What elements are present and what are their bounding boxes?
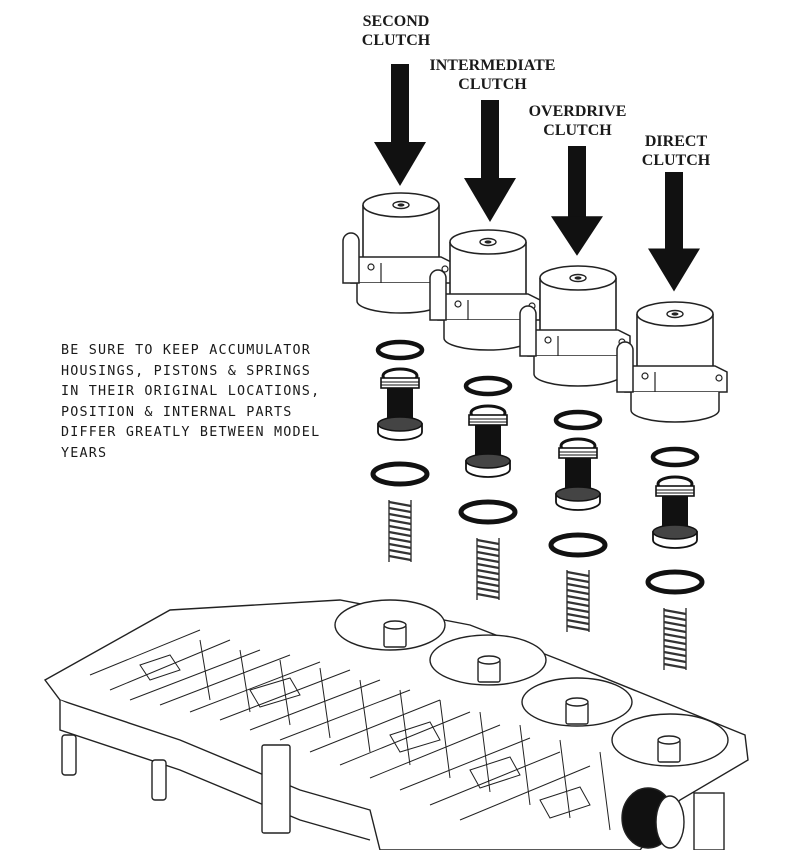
piston: [464, 404, 512, 479]
piston: [376, 367, 424, 442]
label-line: INTERMEDIATE: [429, 57, 556, 74]
spring: [565, 568, 591, 634]
arrow-direct-clutch: [648, 172, 700, 292]
piston: [651, 475, 699, 550]
arrow-overdrive-clutch: [551, 146, 603, 256]
housing-overdrive-clutch: [519, 265, 631, 387]
note-line: BE SURE TO KEEP ACCUMULATOR: [61, 343, 312, 358]
label-direct-clutch: DIRECT CLUTCH: [630, 132, 722, 170]
note-line: POSITION & INTERNAL PARTS: [61, 404, 293, 420]
label-line: CLUTCH: [543, 122, 612, 139]
spring: [475, 536, 501, 602]
note-line: DIFFER GREATLY BETWEEN MODEL: [61, 425, 321, 440]
note-line: HOUSINGS, PISTONS & SPRINGS: [61, 363, 312, 379]
label-line: CLUTCH: [641, 152, 711, 169]
valve-body: [43, 599, 749, 850]
housing-direct-clutch: [616, 301, 728, 423]
o-ring: [648, 572, 702, 592]
note-line: YEARS: [61, 445, 108, 461]
label-overdrive-clutch: OVERDRIVE CLUTCH: [515, 102, 640, 140]
o-ring: [653, 449, 697, 465]
o-ring: [461, 502, 515, 522]
arrow-intermediate-clutch: [464, 100, 516, 222]
label-line: CLUTCH: [458, 76, 527, 93]
o-ring: [466, 378, 510, 394]
o-ring: [556, 412, 600, 428]
o-ring: [551, 535, 605, 555]
o-ring: [378, 342, 422, 358]
label-line: OVERDRIVE: [528, 103, 627, 120]
o-ring: [373, 464, 427, 484]
label-line: DIRECT: [644, 133, 708, 150]
piston: [554, 437, 602, 512]
label-intermediate-clutch: INTERMEDIATE CLUTCH: [415, 56, 570, 94]
caution-note: BE SURE TO KEEP ACCUMULATOR HOUSINGS, PI…: [61, 341, 320, 464]
label-line: CLUTCH: [361, 32, 431, 49]
spring: [387, 498, 413, 564]
spring: [662, 606, 688, 672]
label-second-clutch: SECOND CLUTCH: [350, 12, 442, 50]
note-line: IN THEIR ORIGINAL LOCATIONS,: [61, 384, 321, 399]
label-line: SECOND: [362, 13, 430, 30]
